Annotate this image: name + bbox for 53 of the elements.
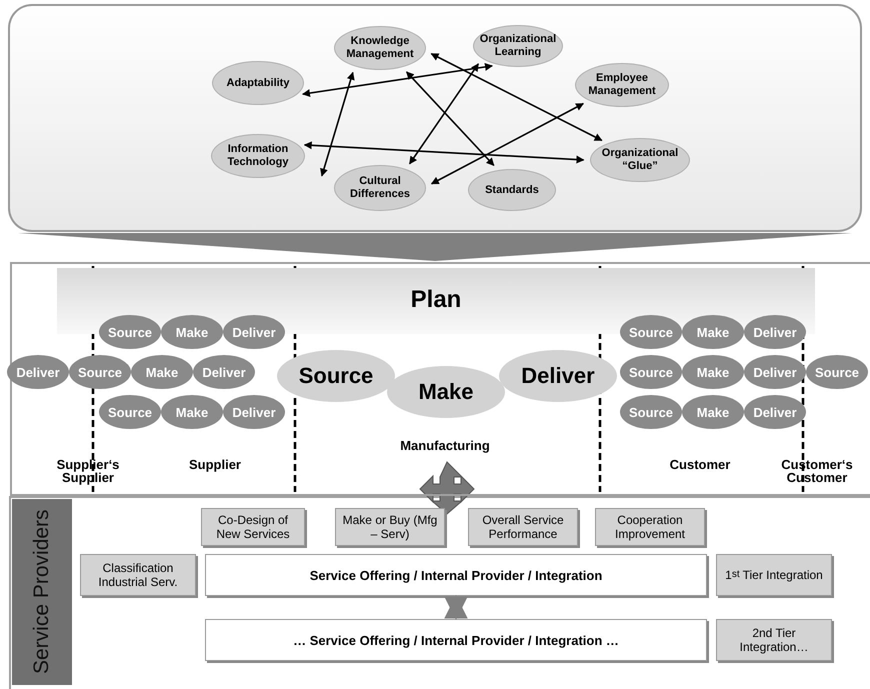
process-ellipse: Source bbox=[620, 315, 682, 349]
service-box: Classification Industrial Serv. bbox=[80, 554, 196, 596]
process-ellipse: Source bbox=[99, 315, 161, 349]
topic-ellipse: Organizational “Glue” bbox=[590, 138, 690, 182]
process-ellipse: Source bbox=[620, 355, 682, 389]
process-ellipse: Source bbox=[99, 395, 161, 429]
process-ellipse: Source bbox=[806, 355, 868, 389]
topic-ellipse: Standards bbox=[468, 169, 556, 211]
topic-ellipse: Adaptability bbox=[212, 61, 304, 105]
process-ellipse: Make bbox=[387, 366, 505, 418]
arrow bbox=[304, 141, 584, 164]
service-box: Make or Buy (Mfg – Serv) bbox=[335, 508, 445, 546]
process-ellipse: Make bbox=[131, 355, 193, 389]
process-ellipse: Make bbox=[161, 315, 223, 349]
process-ellipse: Make bbox=[682, 395, 744, 429]
service-box: Overall Service Performance bbox=[468, 508, 578, 546]
arrow bbox=[406, 71, 494, 166]
arrow bbox=[320, 72, 355, 177]
topic-ellipse: Cultural Differences bbox=[334, 165, 426, 211]
service-box: … Service Offering / Internal Provider / Integration … bbox=[205, 619, 707, 661]
process-ellipse: Make bbox=[682, 315, 744, 349]
process-ellipse: Deliver bbox=[193, 355, 255, 389]
process-ellipse: Deliver bbox=[744, 395, 806, 429]
process-ellipse: Deliver bbox=[744, 355, 806, 389]
service-box: 1$^{st}$ Tier Integration bbox=[716, 554, 832, 596]
column-label: Manufacturing bbox=[399, 439, 491, 452]
topic-ellipse: Knowledge Management bbox=[334, 26, 426, 70]
side-band: Service Providers bbox=[12, 499, 72, 685]
process-ellipse: Deliver bbox=[7, 355, 69, 389]
service-box: Service Offering / Internal Provider / Integration bbox=[205, 554, 707, 596]
service-box: 2nd Tier Integration… bbox=[716, 619, 832, 661]
panel-background bbox=[8, 4, 862, 232]
panel-background bbox=[10, 262, 870, 496]
process-ellipse: Source bbox=[620, 395, 682, 429]
arrow bbox=[302, 62, 493, 98]
service-box: Cooperation Improvement bbox=[595, 508, 705, 546]
arrow bbox=[430, 53, 602, 142]
process-ellipse: Deliver bbox=[223, 315, 285, 349]
topic-ellipse: Information Technology bbox=[211, 134, 305, 178]
process-ellipse: Deliver bbox=[223, 395, 285, 429]
process-ellipse: Make bbox=[161, 395, 223, 429]
process-ellipse: Deliver bbox=[499, 350, 617, 402]
arrow bbox=[430, 102, 584, 184]
service-box: Co-Design of New Services bbox=[201, 508, 305, 546]
column-label: Customer bbox=[668, 458, 732, 471]
arrow bbox=[444, 595, 468, 620]
process-ellipse: Source bbox=[69, 355, 131, 389]
column-label: Supplier bbox=[188, 458, 242, 471]
process-ellipse: Source bbox=[277, 350, 395, 402]
arrow bbox=[409, 63, 479, 164]
topic-ellipse: Employee Management bbox=[575, 63, 669, 107]
topic-ellipse: Organizational Learning bbox=[473, 25, 563, 67]
process-ellipse: Make bbox=[682, 355, 744, 389]
